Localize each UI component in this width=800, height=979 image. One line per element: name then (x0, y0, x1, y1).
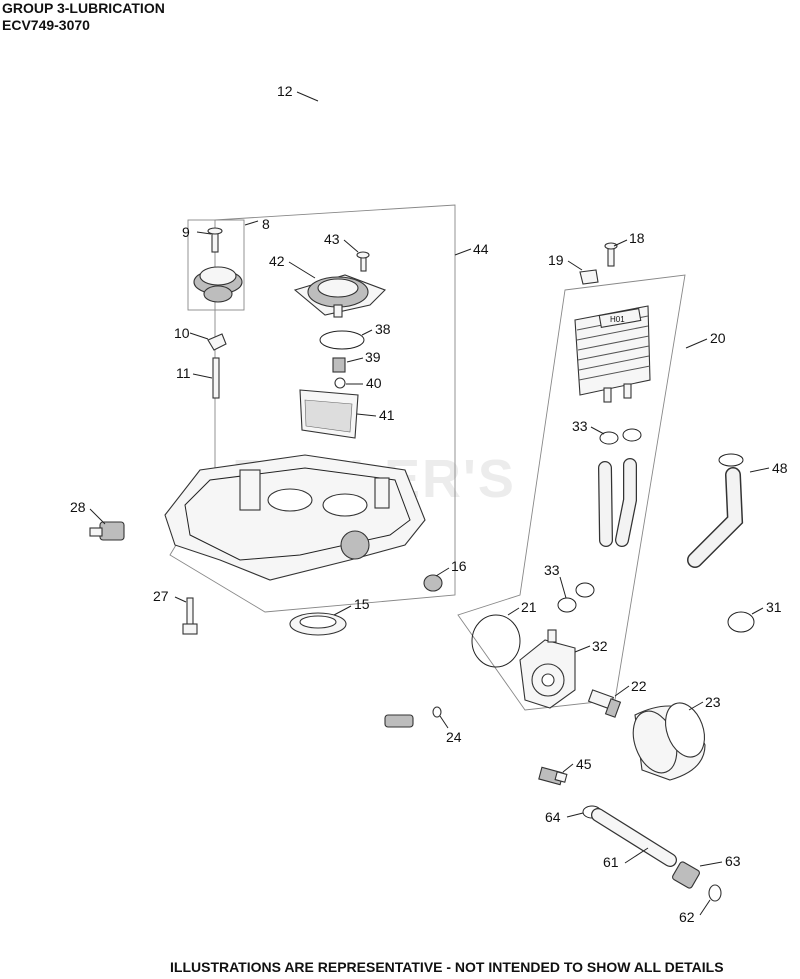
callout-43: 43 (324, 231, 340, 247)
callout-61: 61 (603, 854, 619, 870)
ball-part (334, 377, 346, 389)
oil-filter-part (632, 702, 706, 781)
callout-8: 8 (262, 216, 270, 232)
fitting-part (384, 706, 442, 728)
disclaimer-footer: ILLUSTRATIONS ARE REPRESENTATIVE - NOT I… (170, 959, 724, 975)
callout-20: 20 (710, 330, 726, 346)
hose-clamp-upper-part (599, 428, 642, 445)
oil-seal-part (289, 612, 347, 636)
callout-63: 63 (725, 853, 741, 869)
callout-41: 41 (379, 407, 395, 423)
cooler-screw-part (604, 242, 618, 267)
governor-gear-part (193, 266, 243, 303)
callout-10: 10 (174, 325, 190, 341)
callout-18: 18 (629, 230, 645, 246)
callout-39: 39 (365, 349, 381, 365)
group-box-cooler (457, 274, 686, 711)
callout-15: 15 (354, 596, 370, 612)
callout-12: 12 (277, 83, 293, 99)
callout-19: 19 (548, 252, 564, 268)
callout-40: 40 (366, 375, 382, 391)
callout-27: 27 (153, 588, 169, 604)
nut-part (579, 269, 599, 285)
o-ring-part (319, 330, 365, 350)
cooler-hose-part (598, 458, 637, 547)
drain-cap-part (708, 884, 722, 902)
callout-24: 24 (446, 729, 462, 745)
clamp-part (727, 611, 755, 633)
filter-nipple-part (587, 689, 622, 718)
callout-9: 9 (182, 224, 190, 240)
governor-shaft-part (212, 357, 220, 399)
hose-clamp-lower-part (557, 582, 595, 613)
bushing-part (423, 574, 443, 592)
filter-adapter-part (519, 629, 576, 709)
filter-o-ring-part (471, 614, 521, 668)
oil-hose-part (687, 453, 744, 568)
callout-21: 21 (521, 599, 537, 615)
callout-31: 31 (766, 599, 782, 615)
gasket-part (198, 94, 440, 194)
screw-part (356, 251, 370, 272)
shaft-pin-part (207, 227, 223, 253)
group-box-governor (187, 219, 245, 311)
bolt-part (182, 597, 198, 635)
callout-32: 32 (592, 638, 608, 654)
oil-sensor-part (89, 521, 125, 541)
drain-hose-part (591, 808, 677, 867)
callout-42: 42 (269, 253, 285, 269)
model-number: ECV749-3070 (2, 17, 90, 33)
oil-pump-part (293, 274, 386, 318)
callout-11: 11 (176, 365, 191, 381)
clip-part (207, 333, 227, 351)
drain-valve-part (672, 861, 700, 889)
callout-16: 16 (451, 558, 467, 574)
callout-44: 44 (473, 241, 489, 257)
callout-22: 22 (631, 678, 647, 694)
callout-64: 64 (545, 809, 561, 825)
callout-23: 23 (705, 694, 721, 710)
spring-part (332, 357, 346, 373)
drain-fitting-part (538, 766, 568, 786)
callout-45: 45 (576, 756, 592, 772)
oil-pan-part (164, 454, 426, 581)
callout-48: 48 (772, 460, 788, 476)
cooler-label: H01 (610, 315, 625, 324)
callout-33-upper: 33 (572, 418, 588, 434)
callout-28: 28 (70, 499, 86, 515)
page-title: GROUP 3-LUBRICATION (2, 0, 165, 16)
callout-33-lower: 33 (544, 562, 560, 578)
oil-cooler-part: H01 (574, 305, 651, 403)
callout-62: 62 (679, 909, 695, 925)
callout-38: 38 (375, 321, 391, 337)
